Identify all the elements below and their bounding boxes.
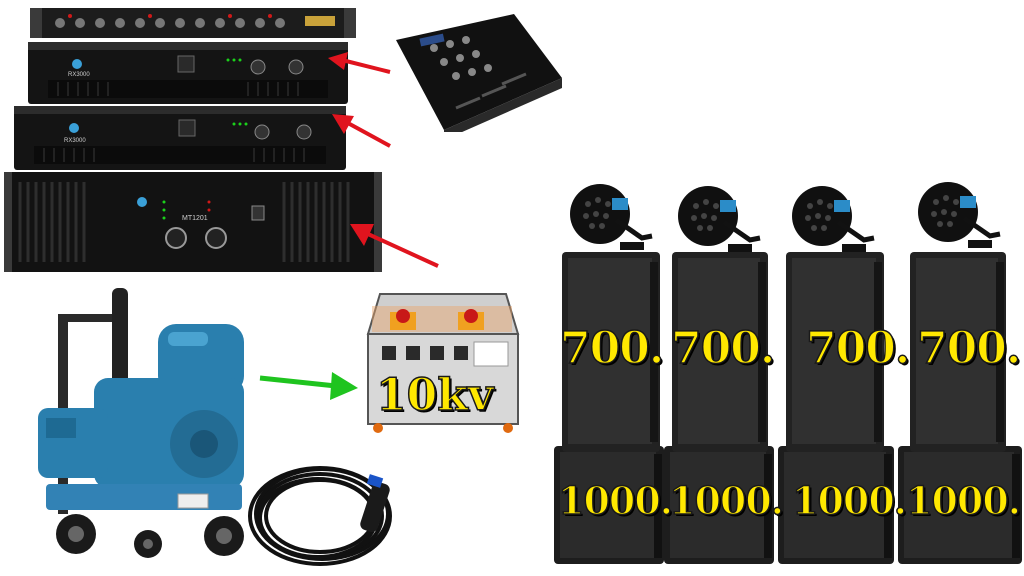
sub-speaker-3 bbox=[778, 446, 894, 564]
top-speaker-3 bbox=[786, 252, 884, 452]
amplifier-1: RX3000 bbox=[28, 42, 348, 104]
speaker-cable-coil bbox=[242, 452, 412, 574]
sub-speaker-2 bbox=[664, 446, 774, 564]
top-speaker-4-label: 700. bbox=[916, 322, 1022, 375]
diesel-generator bbox=[28, 288, 258, 570]
top-speaker-2-label: 700. bbox=[670, 322, 776, 375]
amp-3-model-label: MT1201 bbox=[182, 215, 208, 222]
stabilizer-rating-label: 10kv bbox=[375, 369, 494, 422]
top-speaker-3-label: 700. bbox=[805, 322, 911, 375]
amp-2-model-label: RX3000 bbox=[64, 138, 86, 144]
sub-speaker-4-label: 1000. bbox=[905, 477, 1022, 524]
red-arrow-2 bbox=[330, 108, 394, 150]
dj-mixer bbox=[386, 12, 566, 132]
sub-speaker-2-label: 1000. bbox=[668, 477, 785, 524]
par-light-2 bbox=[672, 182, 766, 258]
sub-speaker-1-label: 1000. bbox=[557, 477, 674, 524]
green-arrow bbox=[258, 366, 362, 400]
sub-speaker-3-label: 1000. bbox=[791, 477, 908, 524]
top-speaker-4 bbox=[910, 252, 1006, 452]
top-speaker-1 bbox=[562, 252, 660, 452]
top-speaker-2 bbox=[672, 252, 768, 452]
voltage-stabilizer bbox=[362, 290, 522, 434]
red-arrow-1 bbox=[326, 50, 392, 80]
equalizer-rack-unit bbox=[30, 8, 356, 38]
amp-1-model-label: RX3000 bbox=[68, 72, 90, 78]
sub-speaker-1 bbox=[554, 446, 664, 564]
red-arrow-3 bbox=[348, 218, 442, 270]
par-light-3 bbox=[786, 182, 880, 258]
amplifier-2: RX3000 bbox=[14, 106, 346, 170]
par-light-1 bbox=[564, 180, 658, 256]
sub-speaker-4 bbox=[898, 446, 1022, 564]
amplifier-3: MT1201 bbox=[4, 172, 382, 272]
top-speaker-1-label: 700. bbox=[559, 322, 665, 375]
par-light-4 bbox=[912, 178, 1006, 254]
